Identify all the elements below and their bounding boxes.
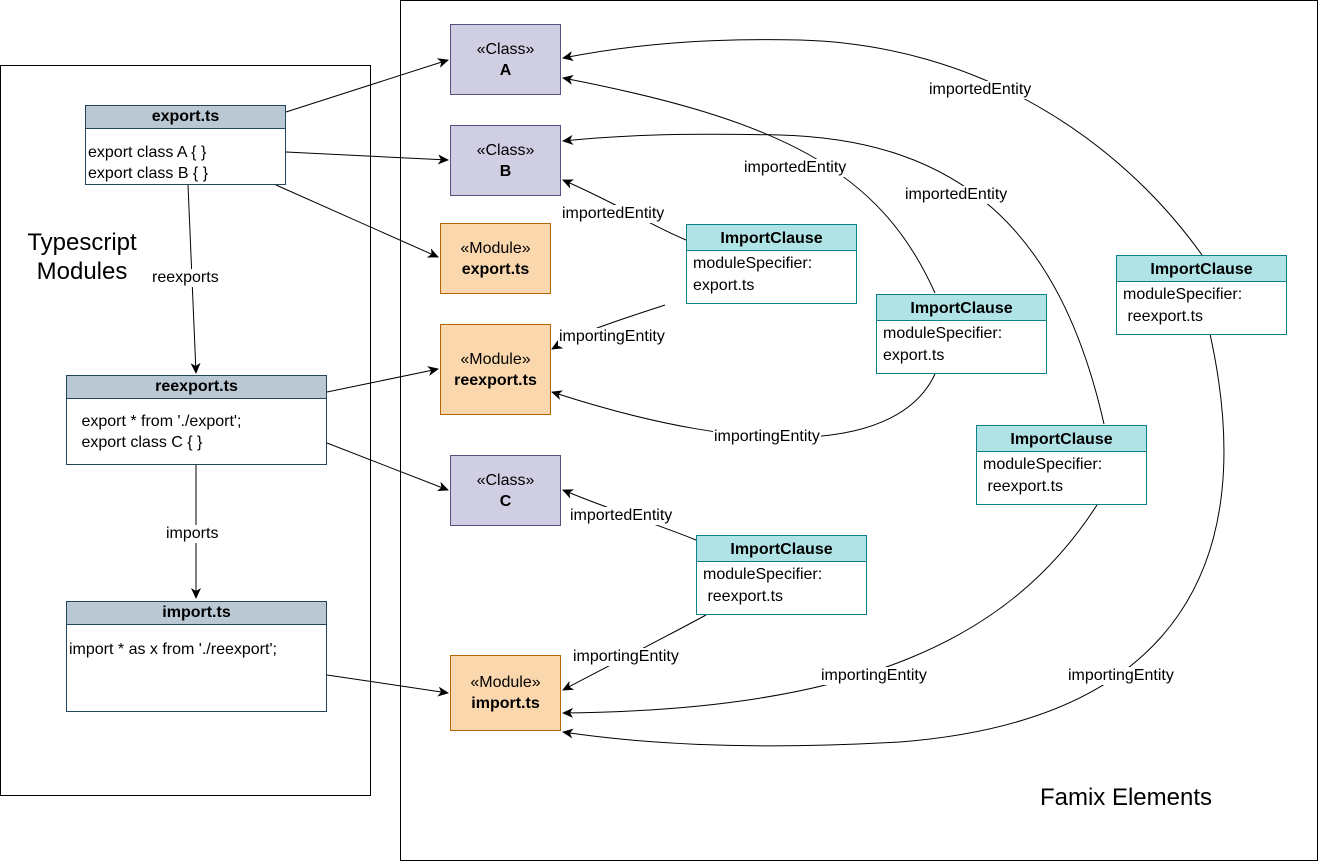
class-stereotype: «Class» (476, 471, 535, 489)
module-stereotype: «Module» (470, 674, 541, 691)
clause-line: moduleSpecifier: (703, 566, 823, 583)
code-line: import * as x from './reexport'; (69, 641, 277, 658)
clause-line: reexport.ts (703, 588, 784, 605)
import-clause-title: ImportClause (977, 426, 1146, 452)
class-c[interactable]: «Class» C (450, 455, 561, 526)
class-name: C (499, 492, 512, 510)
file-import-ts[interactable]: import.ts import * as x from './reexport… (66, 601, 327, 712)
import-clause-title: ImportClause (1117, 256, 1286, 282)
edge-export-to-module-export (275, 184, 439, 258)
code-line: export class C { } (77, 434, 203, 451)
label-line-1: Typescript (27, 229, 137, 256)
edge-label-imports: imports (165, 525, 220, 543)
label-line-2: Modules (36, 258, 128, 285)
file-export-ts-body: export class A { } export class B { } (86, 129, 285, 184)
edge-ic5-importing-import (562, 333, 1225, 747)
import-clause-title: ImportClause (697, 536, 866, 562)
import-clause-title: ImportClause (687, 225, 856, 251)
clause-line: moduleSpecifier: (693, 255, 813, 272)
clause-line: moduleSpecifier: (983, 456, 1103, 473)
module-export-ts[interactable]: «Module» export.ts (440, 223, 551, 294)
module-name: reexport.ts (454, 371, 537, 389)
class-stereotype: «Class» (476, 141, 535, 159)
edge-export-to-class-b (285, 151, 449, 165)
import-clause-title: ImportClause (877, 295, 1046, 321)
clause-line: reexport.ts (1123, 308, 1204, 325)
edge-export-to-class-a (285, 58, 449, 113)
code-line: export class B { } (88, 165, 209, 182)
edge-label-reexports: reexports (151, 269, 220, 287)
import-clause-body: moduleSpecifier: export.ts (877, 321, 1046, 367)
class-stereotype: «Class» (476, 40, 535, 58)
import-clause-body: moduleSpecifier: reexport.ts (1117, 282, 1286, 328)
edge-ic3-imported-b (562, 133, 1105, 425)
class-a[interactable]: «Class» A (450, 24, 561, 95)
import-clause-body: moduleSpecifier: export.ts (687, 251, 856, 297)
file-import-ts-title: import.ts (67, 602, 326, 625)
edge-label-importing-entity: importingEntity (713, 428, 821, 446)
edge-label-imported-entity: importedEntity (928, 81, 1033, 99)
edge-label-imported-entity: importedEntity (569, 507, 674, 525)
file-reexport-ts-title: reexport.ts (67, 376, 326, 399)
code-line: export * from './export'; (77, 413, 242, 430)
edge-ic2-imported-a (562, 74, 936, 294)
import-clause-body: moduleSpecifier: reexport.ts (697, 562, 866, 608)
import-clause-1[interactable]: ImportClause moduleSpecifier: export.ts (686, 224, 857, 304)
typescript-modules-container (0, 65, 371, 796)
edge-reexport-to-module-reexport (326, 366, 439, 393)
class-name: B (499, 162, 512, 180)
clause-line: moduleSpecifier: (883, 325, 1003, 342)
module-name: export.ts (461, 260, 530, 278)
module-reexport-ts[interactable]: «Module» reexport.ts (440, 324, 551, 415)
import-clause-5[interactable]: ImportClause moduleSpecifier: reexport.t… (1116, 255, 1287, 335)
clause-line: export.ts (883, 347, 945, 364)
clause-line: reexport.ts (983, 478, 1064, 495)
import-clause-4[interactable]: ImportClause moduleSpecifier: reexport.t… (696, 535, 867, 615)
edge-label-importing-entity: importingEntity (558, 328, 666, 346)
edge-ic3-importing-import (562, 504, 1098, 718)
edge-label-importing-entity: importingEntity (1067, 667, 1175, 685)
import-clause-3[interactable]: ImportClause moduleSpecifier: reexport.t… (976, 425, 1147, 505)
import-clause-body: moduleSpecifier: reexport.ts (977, 452, 1146, 498)
module-stereotype: «Module» (460, 350, 531, 368)
file-export-ts-title: export.ts (86, 106, 285, 129)
edge-ic5-imported-a (562, 39, 1203, 256)
clause-line: export.ts (693, 277, 755, 294)
module-name: import.ts (471, 695, 540, 712)
edge-label-importing-entity: importingEntity (572, 648, 680, 666)
module-import-ts[interactable]: «Module» import.ts (450, 655, 561, 731)
class-b[interactable]: «Class» B (450, 125, 561, 196)
clause-line: moduleSpecifier: (1123, 286, 1243, 303)
edge-label-imported-entity: importedEntity (561, 205, 666, 223)
file-reexport-ts[interactable]: reexport.ts export * from './export'; ex… (66, 375, 327, 465)
edge-reexport-to-class-c (326, 442, 449, 492)
edge-label-imported-entity: importedEntity (743, 159, 848, 177)
module-stereotype: «Module» (460, 239, 531, 257)
file-reexport-ts-body: export * from './export'; export class C… (67, 399, 326, 453)
edge-label-imported-entity: importedEntity (904, 186, 1009, 204)
famix-elements-label: Famix Elements (1039, 784, 1213, 811)
code-line: export class A { } (88, 144, 207, 161)
file-import-ts-body: import * as x from './reexport'; (67, 625, 326, 660)
file-export-ts[interactable]: export.ts export class A { }export class… (85, 105, 286, 185)
class-name: A (499, 61, 512, 79)
typescript-modules-label: Typescript Modules (14, 228, 150, 286)
edge-label-importing-entity: importingEntity (820, 667, 928, 685)
edge-import-to-module-import (326, 674, 449, 697)
import-clause-2[interactable]: ImportClause moduleSpecifier: export.ts (876, 294, 1047, 374)
